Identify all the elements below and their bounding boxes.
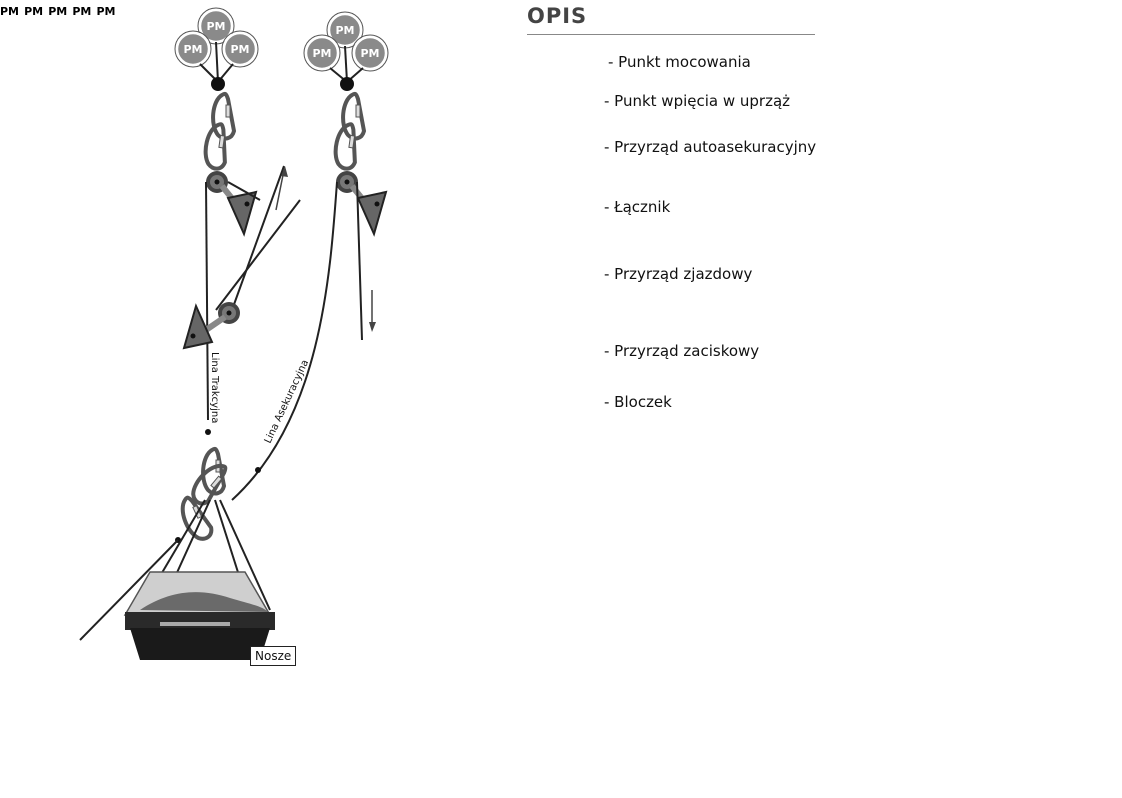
left-anchor-group-2: PM PM PM: [304, 12, 388, 170]
legend-label-connector: - Łącznik: [604, 198, 670, 216]
left-anchor-group-1: PM PM PM: [175, 8, 258, 170]
stretcher-label: Nosze: [250, 646, 296, 666]
traction-rope-label: Lina Trakcyjna: [209, 352, 220, 423]
pm-label: PM: [360, 47, 379, 60]
legend-label-pulley: - Bloczek: [604, 393, 672, 411]
legend-label-descender: - Przyrząd zjazdowy: [604, 265, 752, 283]
legend-label-rope-clamp: - Przyrząd zaciskowy: [604, 342, 759, 360]
belay-rope-label: Lina Asekuracyjna: [263, 358, 311, 445]
legend-divider: [527, 34, 815, 35]
legend-label-fall-arrester: - Przyrząd autoasekuracyjny: [604, 138, 816, 156]
pm-label: PM: [183, 43, 202, 56]
legend-label-anchor-point: - Punkt mocowania: [608, 53, 751, 71]
pm-label: PM: [206, 20, 225, 33]
belay-system: Lina Asekuracyjna: [232, 171, 386, 500]
pm-label: PM: [335, 24, 354, 37]
traction-system: Lina Trakcyjna: [184, 166, 300, 423]
pm-label: PM: [312, 47, 331, 60]
pm-label: PM: [230, 43, 249, 56]
legend-title: OPIS: [527, 4, 587, 28]
legend-label-harness-attachment: - Punkt wpięcia w uprząż: [604, 92, 790, 110]
